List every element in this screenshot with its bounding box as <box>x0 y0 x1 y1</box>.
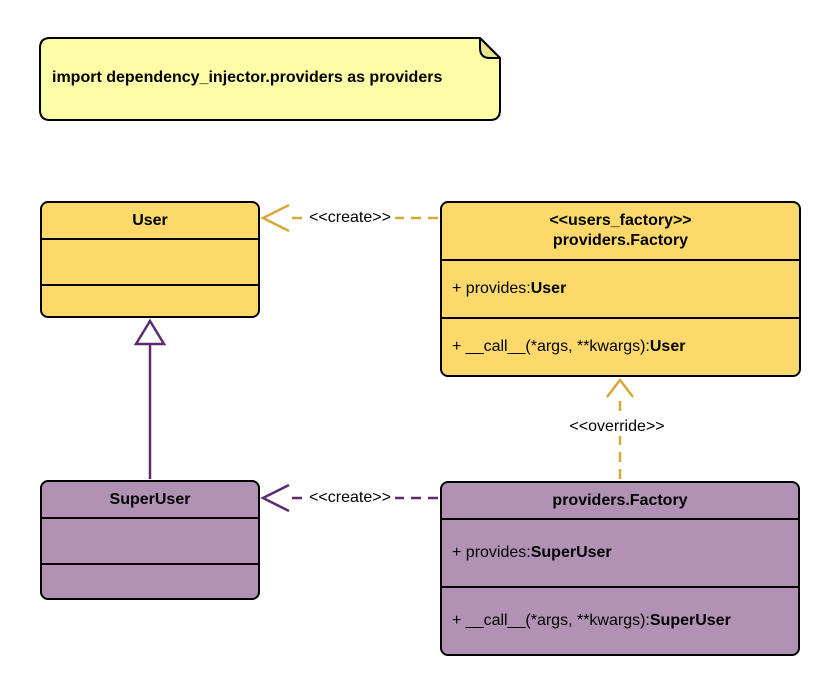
users-factory-attributes-compartment: + provides: User <box>442 259 799 317</box>
note-body <box>39 37 501 121</box>
class-box-users-factory: <<users_factory>> providers.Factory + pr… <box>440 201 801 377</box>
class-title-super-user: SuperUser <box>109 490 191 508</box>
class-title-user: User <box>132 211 168 229</box>
super-user-attributes-compartment <box>42 517 258 563</box>
users-factory-name: providers.Factory <box>552 232 689 249</box>
call-method-label: + __call__(*args, **kwargs): <box>452 338 650 355</box>
class-box-super-user-factory: providers.Factory + provides: SuperUser … <box>440 481 800 656</box>
provides-attribute-type: SuperUser <box>530 544 612 561</box>
super-factory-attributes-compartment: + provides: SuperUser <box>442 518 798 586</box>
users-factory-stereotype: <<users_factory>> <box>549 212 692 229</box>
provides-attribute-type: User <box>530 280 567 297</box>
users-factory-methods-compartment: + __call__(*args, **kwargs): User <box>442 317 799 375</box>
provides-attribute-label: + provides: <box>452 544 531 561</box>
user-methods-compartment <box>42 284 258 316</box>
provides-attribute-label: + provides: <box>452 280 531 297</box>
class-box-user: User <box>40 201 260 318</box>
create-arrowhead-super-user-icon <box>260 483 290 513</box>
override-edge-label: <<override>> <box>565 418 669 436</box>
class-title-users-factory: <<users_factory>> providers.Factory <box>442 203 799 259</box>
override-arrowhead-icon <box>606 377 634 398</box>
import-note: import dependency_injector.providers as … <box>38 36 504 124</box>
class-title-super-user-factory: providers.Factory <box>552 491 688 509</box>
note-fold-corner-icon <box>479 37 501 59</box>
user-attributes-compartment <box>42 238 258 284</box>
create-edge-label-super-user: <<create>> <box>305 489 395 507</box>
call-method-label: + __call__(*args, **kwargs): <box>452 612 650 629</box>
create-arrowhead-user-icon <box>260 203 290 233</box>
super-user-methods-compartment <box>42 563 258 598</box>
create-edge-label-user: <<create>> <box>305 209 395 227</box>
super-factory-methods-compartment: + __call__(*args, **kwargs): SuperUser <box>442 586 798 654</box>
class-box-super-user: SuperUser <box>40 480 260 600</box>
import-statement: import dependency_injector.providers as … <box>52 69 443 86</box>
note-shape <box>39 37 501 121</box>
call-method-return-type: SuperUser <box>649 612 731 629</box>
inheritance-triangle-icon <box>133 318 167 346</box>
call-method-return-type: User <box>649 338 686 355</box>
